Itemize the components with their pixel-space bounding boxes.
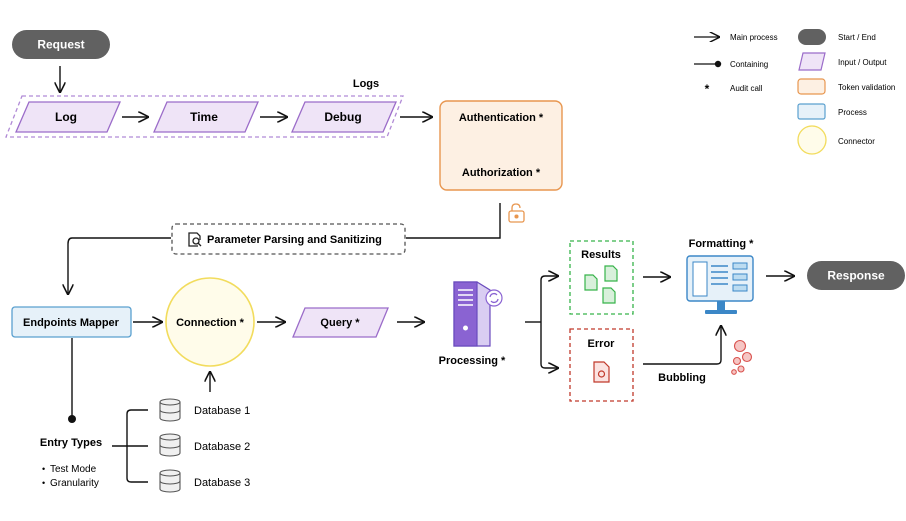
legend-process: Process: [838, 108, 867, 117]
query-node: [292, 307, 389, 338]
entry-bullet-2: •: [42, 478, 45, 488]
legend-audit-symbol: *: [705, 82, 710, 96]
database-2-label: Database 2: [194, 441, 250, 453]
logs-group-label: Logs: [353, 78, 379, 90]
arrow-auth-to-endpoints: [68, 203, 501, 294]
entry-types-label: Entry Types: [40, 437, 102, 449]
processing-label: Processing *: [439, 355, 506, 367]
response-label: Response: [827, 269, 885, 283]
monitor-icon: [686, 255, 754, 314]
entry-bullet-1: •: [42, 464, 45, 474]
connectors: [60, 66, 794, 483]
legend: Main process Containing * Audit call Sta…: [694, 29, 895, 155]
endpoints-mapper-label: Endpoints Mapper: [23, 317, 120, 329]
database-icon: [159, 433, 181, 457]
formatting-label: Formatting *: [689, 238, 754, 250]
document-files-icon: [584, 265, 618, 304]
database-bracket: [112, 409, 148, 483]
legend-containing: Containing: [730, 60, 768, 69]
token-validation-box: [439, 100, 563, 191]
request-node: [12, 30, 110, 59]
logs-group: [5, 95, 404, 138]
debug-node: [291, 101, 397, 133]
results-box: [569, 240, 634, 315]
time-label: Time: [190, 110, 218, 124]
log-node: [15, 101, 121, 133]
legend-io-icon: [798, 52, 826, 71]
results-label: Results: [581, 249, 621, 261]
database-icon: [159, 469, 181, 493]
entry-item-test-mode: Test Mode: [50, 464, 97, 475]
connection-node: [165, 277, 255, 367]
bubbling-label: Bubbling: [658, 372, 706, 384]
arrow-to-results: [540, 276, 558, 322]
error-box: [569, 328, 634, 402]
authorization-label: Authorization *: [462, 167, 541, 179]
legend-input-output: Input / Output: [838, 58, 887, 67]
database-1-label: Database 1: [194, 405, 250, 417]
arrow-error-to-formatting: [643, 326, 721, 365]
containing-dot-entry-types: [68, 415, 76, 423]
legend-main-process: Main process: [730, 33, 778, 42]
legend-start-end-icon: [798, 29, 826, 45]
unlock-icon: [508, 203, 525, 223]
database-3-label: Database 3: [194, 477, 250, 489]
connection-label: Connection *: [176, 317, 245, 329]
request-label: Request: [37, 38, 84, 52]
legend-connector: Connector: [838, 137, 875, 146]
legend-audit-call: Audit call: [730, 84, 763, 93]
entry-item-granularity: Granularity: [50, 478, 99, 489]
param-parsing-label: Parameter Parsing and Sanitizing: [207, 234, 382, 246]
search-doc-icon: [188, 232, 202, 247]
query-label: Query *: [320, 317, 360, 329]
error-file-icon: [593, 361, 610, 383]
debug-label: Debug: [324, 110, 361, 124]
server-icon: [453, 281, 503, 347]
database-icon: [159, 398, 181, 422]
time-node: [153, 101, 259, 133]
legend-token-validation: Token validation: [838, 83, 895, 92]
authentication-label: Authentication *: [459, 112, 544, 124]
log-label: Log: [55, 110, 77, 124]
arrow-to-error: [540, 322, 558, 368]
legend-process-icon: [797, 103, 826, 120]
endpoints-mapper-node: [11, 306, 132, 338]
bubbles-icon: [731, 339, 753, 375]
error-label: Error: [588, 338, 616, 350]
legend-token-icon: [797, 78, 826, 95]
response-node: [807, 261, 905, 290]
legend-start-end: Start / End: [838, 33, 876, 42]
legend-connector-icon: [797, 125, 827, 155]
param-parsing-box: [171, 223, 406, 255]
